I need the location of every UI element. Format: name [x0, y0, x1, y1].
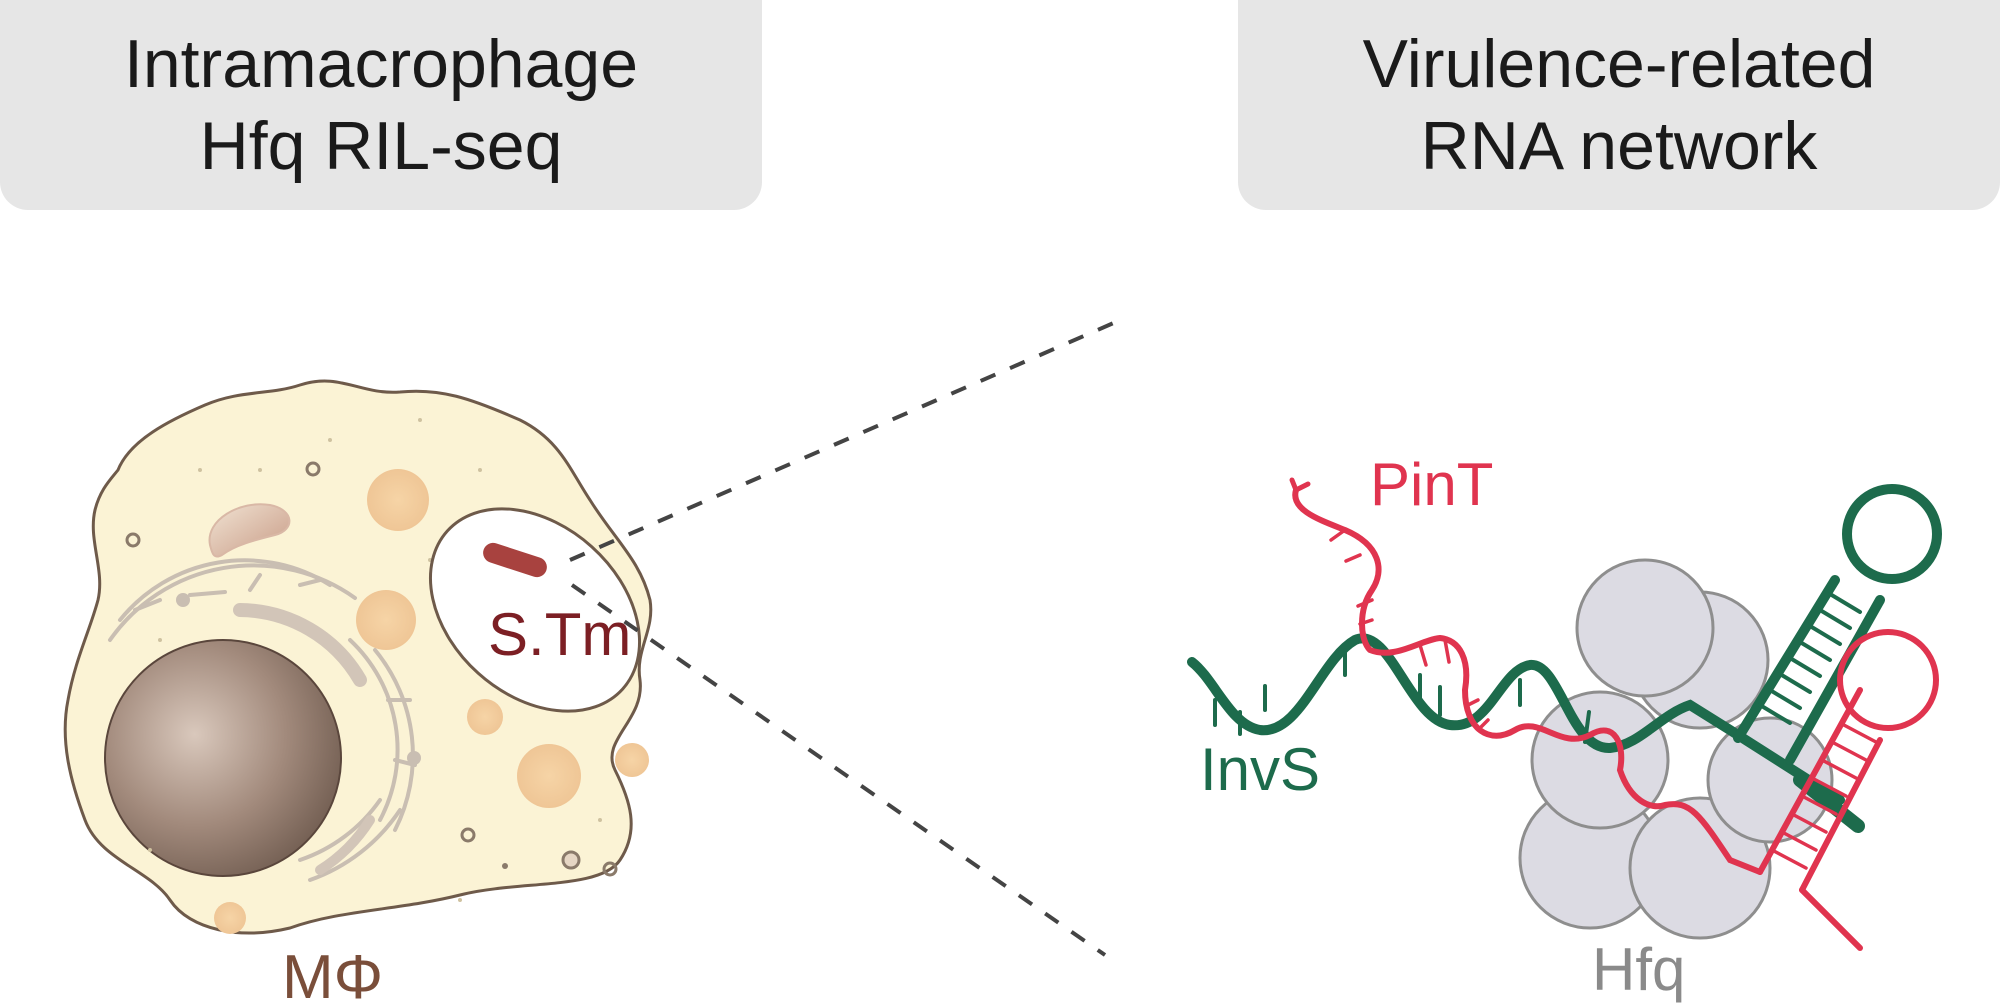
panel-title-right-line2: RNA network	[1420, 108, 1818, 184]
zoom-line-upper	[569, 316, 1126, 562]
bacterium-label: S.Tm	[488, 601, 631, 668]
panel-title-right-line1: Virulence-related	[1362, 26, 1876, 102]
panel-header-right: Virulence-related RNA network	[1238, 0, 2000, 210]
pint-label: PinT	[1370, 451, 1493, 518]
er-vesicle	[176, 593, 190, 607]
mitochondrion	[208, 503, 291, 558]
lysosome	[517, 744, 581, 808]
nucleus	[104, 639, 342, 877]
granules	[125, 461, 618, 877]
invs-label: InvS	[1200, 736, 1320, 803]
er-vesicle	[407, 751, 421, 765]
invs-stem-2	[1785, 595, 1885, 765]
pint-arrow-head	[1289, 477, 1311, 493]
invs-rna	[1187, 484, 1942, 833]
pint-stem	[1757, 687, 1863, 875]
zoom-connector-lines	[569, 316, 1126, 957]
lysosome	[367, 469, 429, 531]
hfq-subunit	[1575, 558, 1715, 698]
panel-title-left-line2: Hfq RIL-seq	[199, 108, 563, 184]
lysosome	[467, 699, 503, 735]
pint-hairpin-loop	[1837, 629, 1939, 731]
hfq-hexamer	[1518, 558, 1834, 940]
salmonella-bacterium	[483, 542, 547, 578]
salmonella-vacuole	[428, 507, 642, 713]
endoplasmic-reticulum	[108, 558, 417, 882]
invs-hairpin-loop	[1842, 484, 1942, 584]
pint-stem-2	[1799, 737, 1883, 893]
invs-strand	[1187, 633, 1845, 805]
granule-dot	[502, 863, 508, 869]
pint-tail	[1799, 887, 1863, 951]
macrophage-label: MΦ	[282, 943, 383, 1003]
cytoplasm-speckles	[148, 418, 602, 902]
invs-base-pairs	[1213, 592, 1862, 744]
zoom-line-lower	[570, 583, 1107, 957]
hfq-subunit	[1628, 796, 1772, 940]
hfq-label: Hfq	[1592, 936, 1685, 1003]
panel-header-left: Intramacrophage Hfq RIL-seq	[0, 0, 762, 210]
pint-rna	[1289, 477, 1939, 951]
pint-base-pairs	[1329, 528, 1878, 870]
lysosome	[214, 902, 246, 934]
panel-title-left-line1: Intramacrophage	[123, 26, 639, 102]
invs-stem	[1733, 575, 1840, 743]
lysosome	[356, 590, 416, 650]
macrophage-cell: S.Tm MΦ	[63, 379, 653, 1003]
lysosome	[615, 743, 649, 777]
